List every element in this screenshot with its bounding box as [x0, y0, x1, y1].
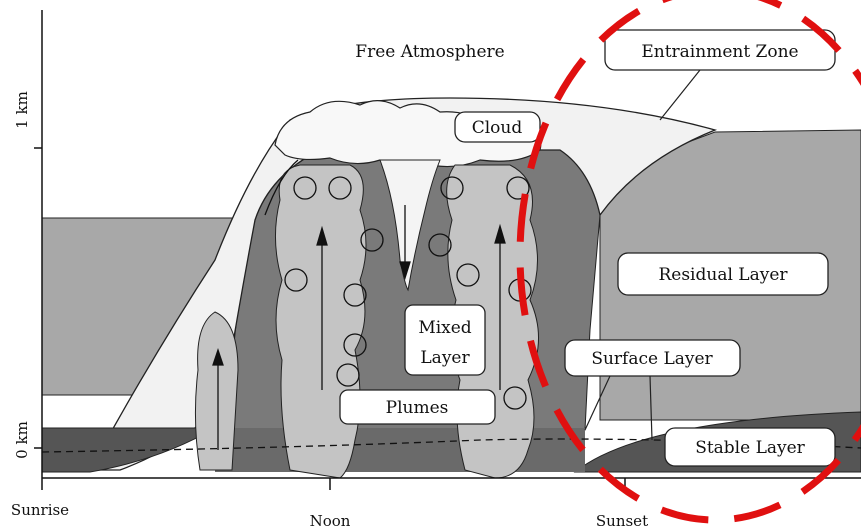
- time-label-sunrise: Sunrise: [11, 501, 69, 519]
- residual-layer-label: Residual Layer: [658, 265, 788, 285]
- mixed-layer-label-line1: Mixed: [418, 318, 471, 338]
- plumes-callout: Plumes: [340, 390, 495, 424]
- stable-layer-callout: Stable Layer: [665, 428, 835, 466]
- time-label-sunset: Sunset: [596, 512, 648, 530]
- surface-layer-label: Surface Layer: [591, 349, 713, 369]
- plume-left: [195, 312, 238, 470]
- time-label-noon: Noon: [310, 512, 351, 530]
- cloud-label: Cloud: [472, 118, 523, 138]
- mixed-layer-callout: Mixed Layer: [405, 305, 485, 375]
- stable-layer-label: Stable Layer: [695, 438, 805, 458]
- plume-center-left: [275, 165, 366, 478]
- entrainment-zone-callout: Entrainment Zone: [605, 30, 835, 120]
- plumes-label: Plumes: [386, 398, 449, 418]
- cloud-callout: Cloud: [455, 112, 540, 142]
- free-atmosphere-label: Free Atmosphere: [355, 42, 504, 62]
- y-label-1km: 1 km: [13, 91, 31, 129]
- mixed-layer-label-line2: Layer: [420, 348, 470, 368]
- y-label-0km: 0 km: [13, 421, 31, 459]
- residual-layer-callout: Residual Layer: [618, 253, 828, 295]
- entrainment-zone-label: Entrainment Zone: [641, 42, 798, 62]
